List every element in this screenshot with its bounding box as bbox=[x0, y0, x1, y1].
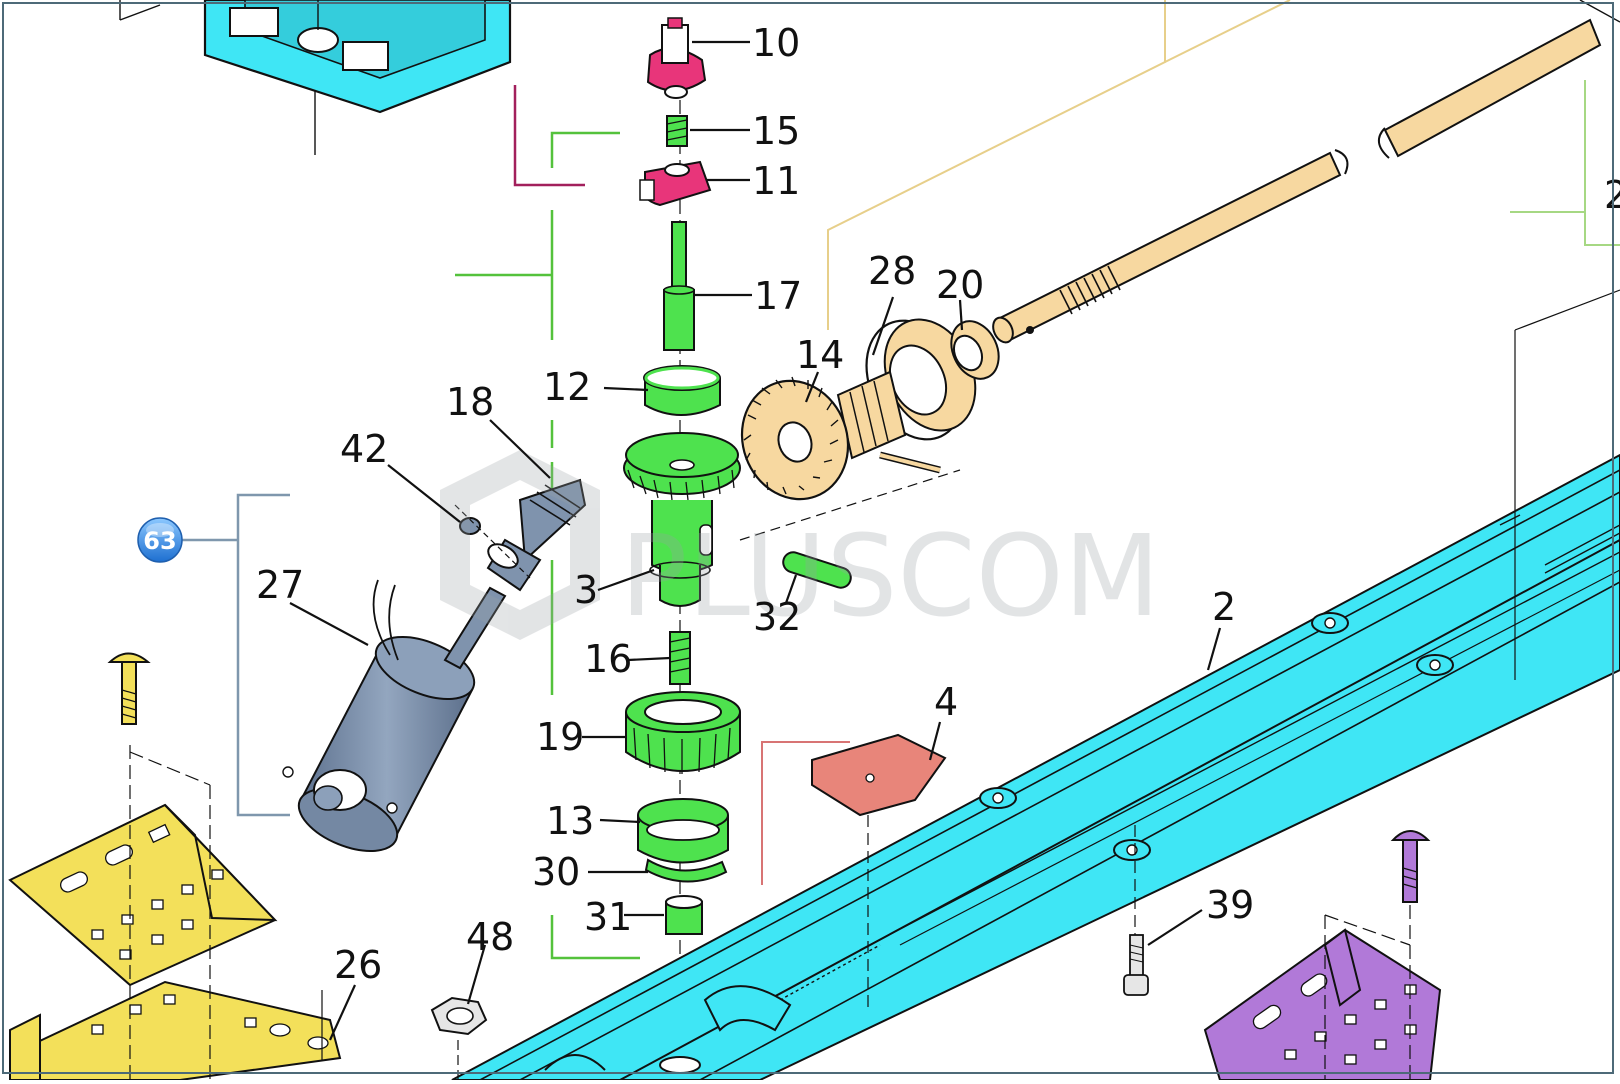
control-box bbox=[119, 0, 512, 155]
label-2-edge[interactable]: 2 bbox=[1604, 173, 1620, 217]
group-line-red bbox=[761, 741, 850, 885]
group-line-green-6 bbox=[550, 915, 640, 960]
motor-27 bbox=[282, 579, 507, 852]
nut-20 bbox=[950, 320, 1000, 380]
shaft-thread bbox=[1059, 265, 1121, 315]
part-19-gear bbox=[625, 691, 741, 774]
label-42[interactable]: 42 bbox=[340, 427, 388, 471]
terminal-block-right bbox=[342, 41, 389, 71]
group-badge-label: 63 bbox=[143, 527, 176, 555]
motor-wires bbox=[372, 579, 399, 661]
group-line-blue bbox=[236, 493, 290, 817]
label-3[interactable]: 3 bbox=[574, 568, 598, 612]
rail-lug-2 bbox=[1416, 654, 1454, 676]
drive-shaft bbox=[992, 18, 1602, 344]
label-17[interactable]: 17 bbox=[754, 274, 802, 318]
label-11[interactable]: 11 bbox=[752, 159, 800, 203]
terminal-block-left bbox=[229, 7, 279, 37]
label-39[interactable]: 39 bbox=[1206, 883, 1254, 927]
plate-4 bbox=[811, 733, 947, 1010]
rail-rack bbox=[779, 524, 1620, 1001]
rail-lug-1 bbox=[1311, 612, 1349, 634]
part-18 bbox=[486, 478, 587, 592]
axis-line-14 bbox=[739, 469, 961, 541]
rail-lug-4 bbox=[1113, 839, 1151, 861]
rail-lug-3 bbox=[979, 787, 1017, 809]
group-line-magenta bbox=[513, 85, 585, 187]
part-30-clip bbox=[644, 858, 728, 883]
label-14[interactable]: 14 bbox=[796, 333, 844, 377]
shaft-body bbox=[994, 151, 1342, 344]
label-12[interactable]: 12 bbox=[543, 365, 591, 409]
label-18[interactable]: 18 bbox=[446, 380, 494, 424]
left-bracket-26 bbox=[8, 652, 342, 1081]
watermark-text: PLUSCOM bbox=[620, 512, 1160, 642]
shaft-pin-hole bbox=[1026, 326, 1034, 334]
group-line-tan-2 bbox=[1164, 0, 1291, 63]
label-32[interactable]: 32 bbox=[753, 595, 801, 639]
watermark-logo bbox=[440, 450, 600, 640]
label-27[interactable]: 27 bbox=[256, 563, 304, 607]
motor-shaft bbox=[443, 586, 507, 670]
group-line-green bbox=[550, 131, 620, 168]
leader-lines bbox=[289, 40, 1222, 1041]
label-28[interactable]: 28 bbox=[868, 249, 916, 293]
group-line-tan bbox=[827, 0, 1166, 330]
watermark: PLUSCOM bbox=[440, 450, 1160, 642]
part-15 bbox=[666, 115, 688, 147]
group-line-lightgreen bbox=[1510, 211, 1620, 246]
label-48[interactable]: 48 bbox=[466, 915, 514, 959]
box-hole bbox=[297, 27, 339, 53]
label-2[interactable]: 2 bbox=[1212, 585, 1236, 629]
part-12 bbox=[643, 365, 721, 416]
carriage-bolt-left bbox=[107, 652, 151, 725]
part-13 bbox=[637, 798, 729, 864]
label-31[interactable]: 31 bbox=[584, 895, 632, 939]
group-badge[interactable]: 63 bbox=[137, 517, 183, 563]
label-4[interactable]: 4 bbox=[934, 680, 958, 724]
part-3-gear-shaft bbox=[623, 432, 741, 607]
label-26[interactable]: 26 bbox=[334, 943, 382, 987]
label-19[interactable]: 19 bbox=[536, 715, 584, 759]
nut-48 bbox=[430, 996, 488, 1080]
label-10[interactable]: 10 bbox=[752, 21, 800, 65]
label-16[interactable]: 16 bbox=[584, 637, 632, 681]
label-13[interactable]: 13 bbox=[546, 799, 594, 843]
shaft-upper-segment bbox=[1383, 18, 1602, 158]
part-32-pin bbox=[782, 551, 852, 589]
part-31 bbox=[665, 895, 703, 935]
screw-39 bbox=[1123, 825, 1149, 996]
right-bracket bbox=[1203, 830, 1442, 1081]
bevel-gear-14 bbox=[740, 370, 907, 501]
shaft-break-mark bbox=[1334, 127, 1390, 175]
carriage-bolt-right bbox=[1390, 830, 1431, 903]
label-30[interactable]: 30 bbox=[532, 850, 580, 894]
part-17 bbox=[663, 221, 695, 351]
shaft-end bbox=[992, 316, 1014, 344]
label-20[interactable]: 20 bbox=[936, 263, 984, 307]
part-11 bbox=[639, 160, 712, 207]
part-42 bbox=[459, 517, 481, 535]
label-15[interactable]: 15 bbox=[752, 109, 800, 153]
part-10 bbox=[646, 17, 707, 99]
pin-key bbox=[879, 451, 941, 474]
